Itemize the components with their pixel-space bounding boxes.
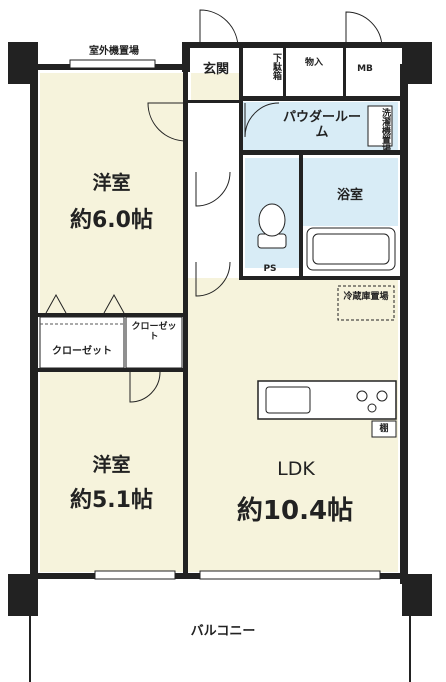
wall-powder-bottom: [239, 150, 401, 155]
closet-wide-label: クローゼット: [52, 346, 112, 357]
closet-wide: [39, 316, 125, 369]
western-room-1-size: 約6.0帖: [70, 208, 153, 233]
top-wall-step: [182, 42, 190, 72]
wall-hall-wet: [239, 48, 243, 278]
wall-closet-room2: [38, 368, 185, 372]
storage-label: 物入: [304, 58, 323, 68]
ldk-door-swing: [195, 261, 231, 297]
western-room-1-name: 洋室: [92, 172, 131, 194]
left-wall: [30, 64, 38, 584]
stove-burner-1: [356, 390, 368, 402]
window-room2: [94, 570, 176, 580]
wall-mb: [343, 48, 346, 96]
western-room-2-name: 洋室: [92, 454, 131, 476]
wall-toilet-bath: [299, 150, 303, 280]
western-room-2-floor: [40, 372, 183, 572]
western-room-1-floor: [40, 73, 183, 313]
ldk-floor: [186, 278, 398, 572]
closet-door-fold-2: [103, 293, 125, 314]
room2-door-swing: [129, 371, 161, 403]
wall-bedrooms-ldk: [183, 70, 188, 573]
bathtub: [306, 227, 396, 271]
ldk-size: 約10.4帖: [236, 496, 354, 526]
bathroom-floor: [303, 158, 398, 226]
kitchen-sink: [265, 386, 311, 414]
entrance-label: 玄関: [202, 62, 229, 77]
washer-area-label: 洗濯機置場: [380, 108, 390, 153]
window-ldk: [199, 570, 381, 580]
wall-room1-closet: [38, 313, 185, 317]
right-wall: [400, 64, 408, 584]
powder-room-label: パウダールーム: [282, 110, 361, 140]
entrance-floor: [191, 73, 239, 101]
closet-door-fold-1: [45, 293, 67, 314]
room1-door-swing: [147, 102, 187, 142]
window-room1: [69, 59, 156, 69]
balcony-label: バルコニー: [190, 624, 256, 639]
toilet-bowl: [258, 203, 286, 237]
stove-burner-3: [367, 403, 377, 413]
stove-burner-2: [376, 390, 388, 402]
wall-powder-top: [239, 96, 401, 101]
wall-storage: [283, 48, 286, 96]
mb-label: MB: [357, 64, 373, 74]
powder-door-swing: [244, 102, 280, 138]
front-door-swing: [199, 9, 239, 49]
bathtub-inner: [312, 233, 390, 265]
toilet-door-swing: [195, 171, 231, 207]
ps-label: PS: [263, 264, 277, 274]
mb-door-swing: [345, 11, 383, 49]
washbasin: [367, 105, 393, 147]
bathroom-label: 浴室: [336, 188, 363, 203]
closet-small-label: クローゼット: [131, 322, 177, 342]
wall-entrance-step: [188, 100, 239, 103]
closet-small: [125, 316, 183, 369]
top-wall-right: [182, 42, 402, 48]
cupboard-box: [371, 420, 397, 438]
ldk-name: LDK: [277, 458, 315, 480]
cupboard-label: 棚: [379, 424, 389, 434]
wall-wet-ldk: [239, 276, 401, 280]
outdoor-unit-area-label: 室外機置場: [89, 46, 139, 57]
fridge-area-box: [337, 285, 395, 321]
fridge-area-label: 冷蔵庫置場: [343, 292, 389, 302]
western-room-2-size: 約5.1帖: [70, 488, 153, 513]
shoe-storage-label: 下駄箱: [271, 53, 281, 80]
